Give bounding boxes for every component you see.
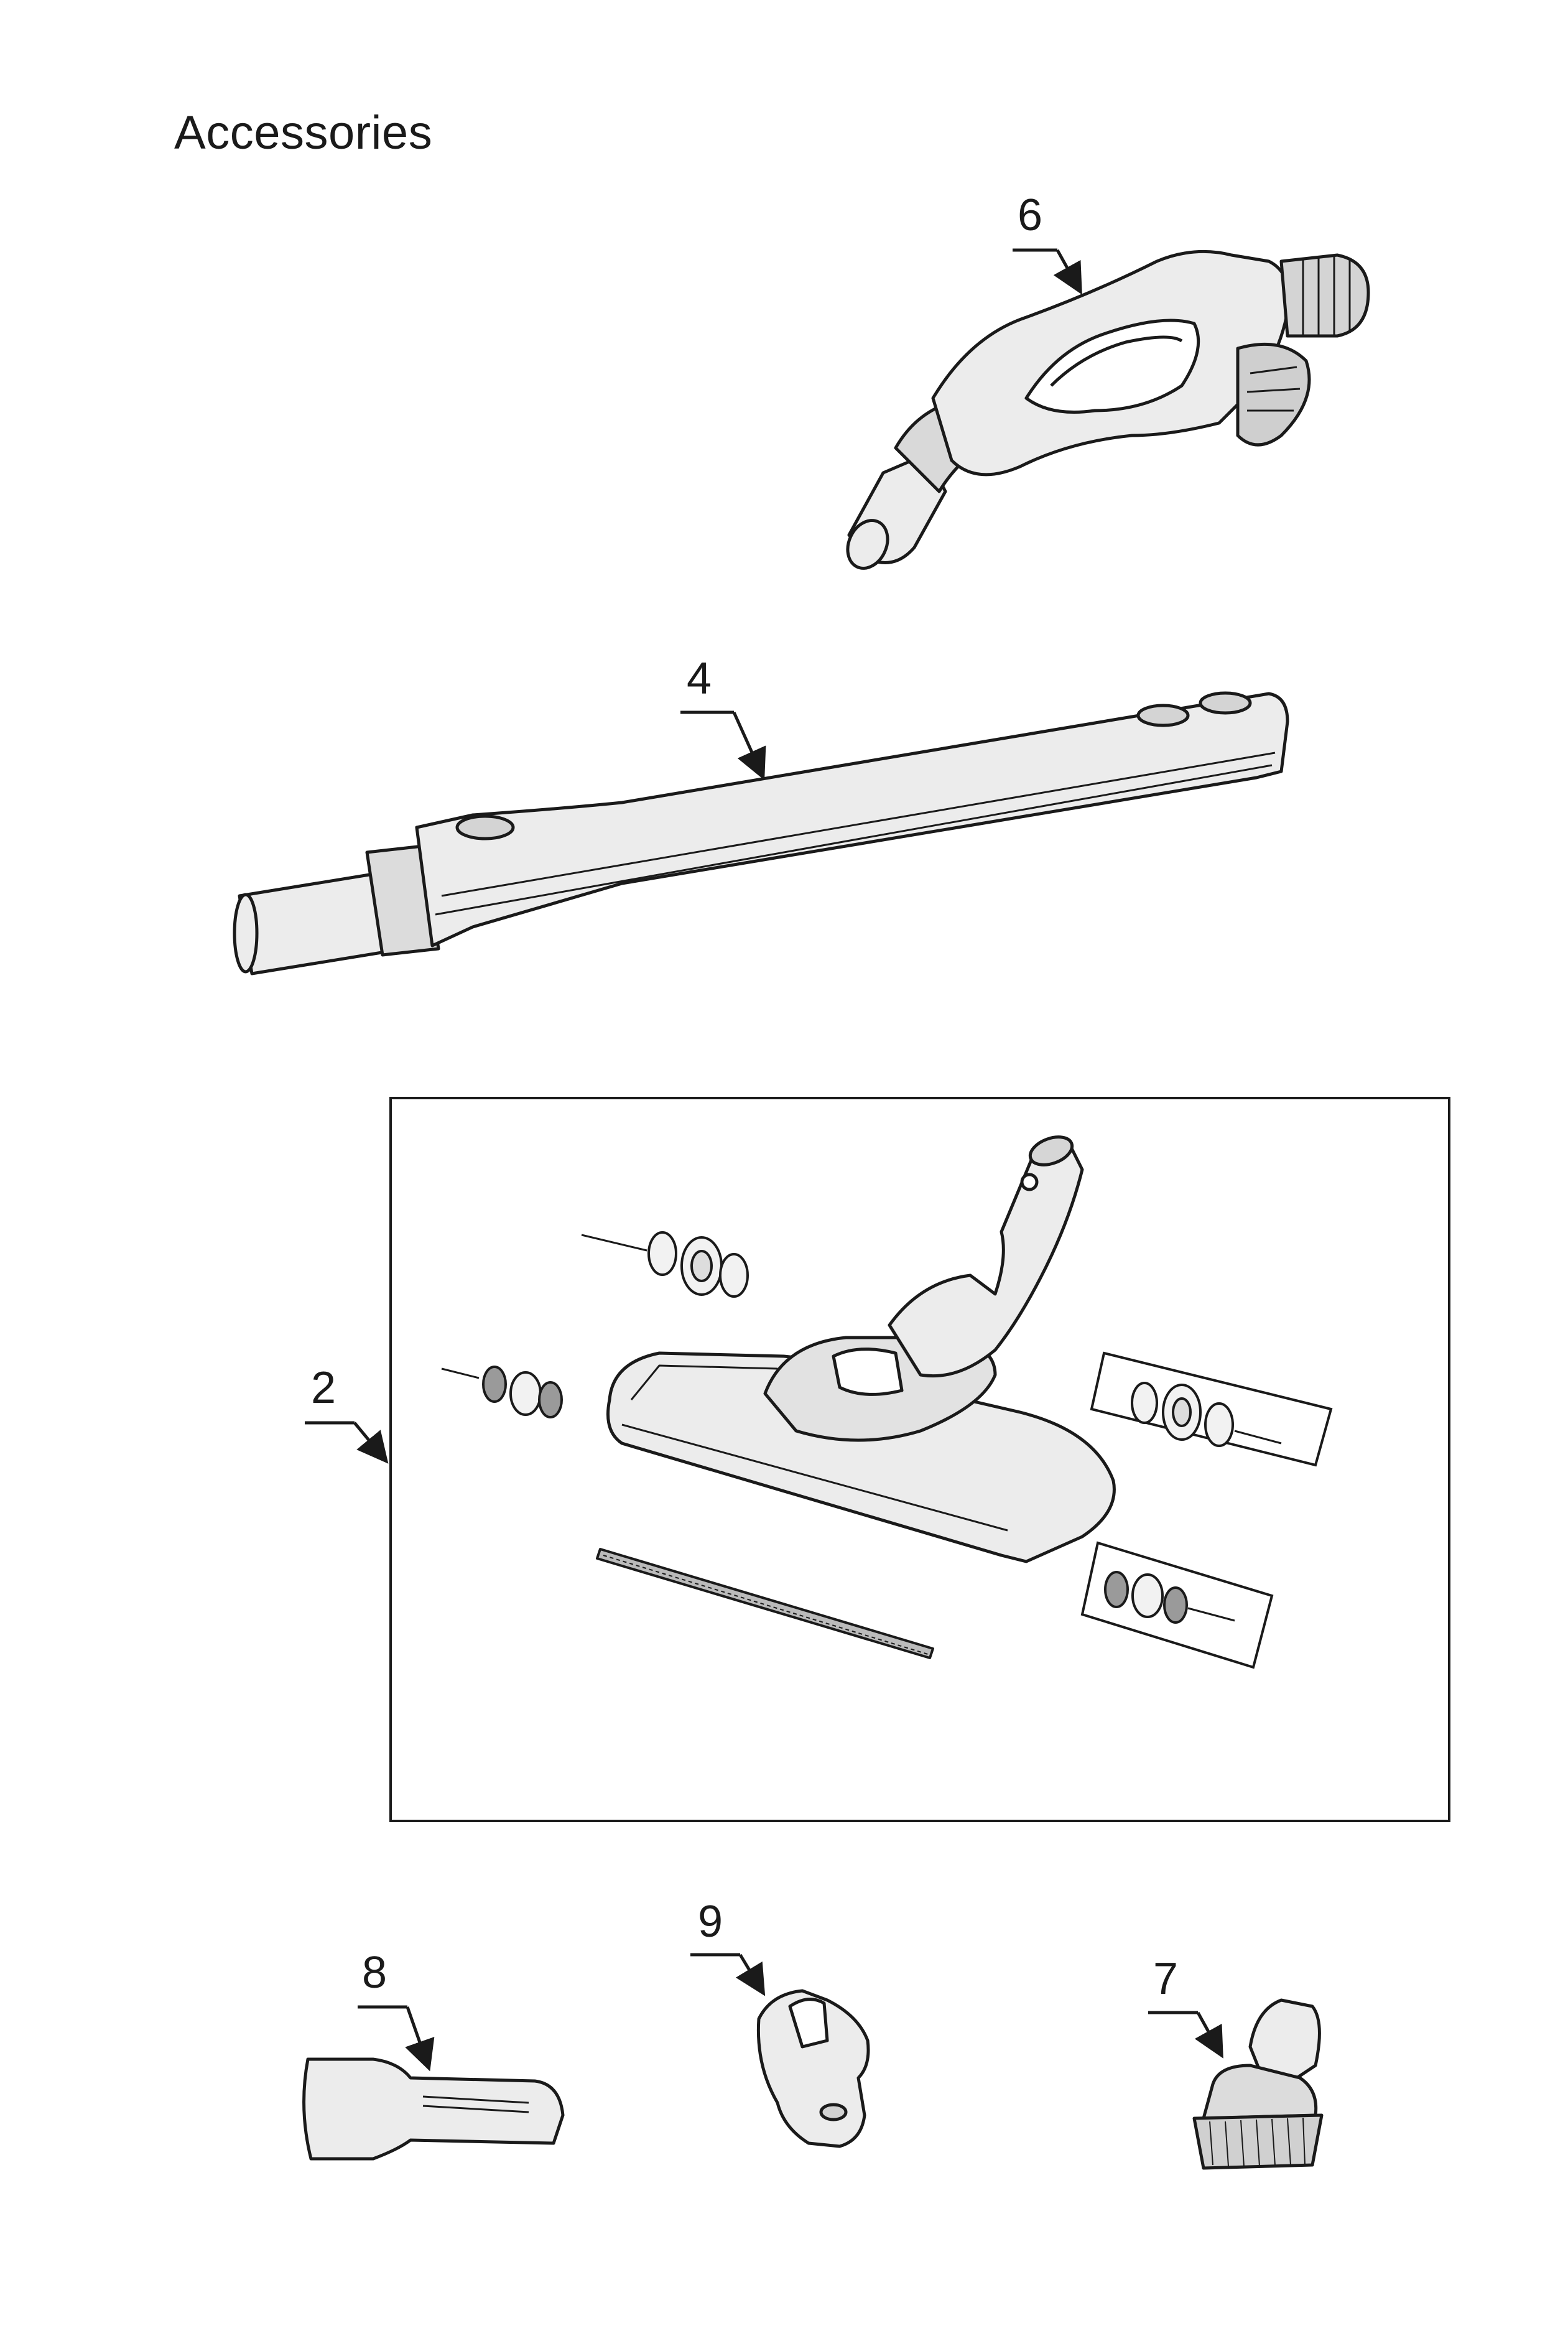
page-title: Accessories: [174, 106, 433, 159]
hose-handle-icon: [846, 249, 1370, 570]
leader-line-8: [358, 2005, 435, 2072]
floor-nozzle-icon: [596, 1135, 1116, 1659]
leader-line-2: [305, 1421, 389, 1464]
callout-number-9: 9: [698, 1897, 723, 1947]
callout-number-8: 8: [362, 1948, 387, 1998]
wheel-axle-set-right-upper-icon: [1090, 1351, 1333, 1467]
leader-line-6: [1013, 248, 1082, 295]
callout-number-6: 6: [1018, 190, 1043, 240]
leader-line-7: [1148, 2011, 1223, 2059]
dusting-brush-icon: [1192, 1998, 1324, 2170]
wheel-axle-set-right-lower-icon: [1080, 1541, 1274, 1669]
telescopic-tube-icon: [233, 691, 1289, 975]
wheel-axle-set-left-icon: [441, 1366, 563, 1418]
leader-line-4: [680, 710, 766, 781]
wheel-axle-set-upper-left-icon: [581, 1231, 749, 1298]
floor-nozzle-assembly-frame: [389, 1097, 1450, 1822]
callout-number-7: 7: [1153, 1954, 1179, 2004]
callout-number-4: 4: [687, 654, 712, 704]
upholstery-tool-icon: [756, 1989, 870, 2148]
crevice-tool-icon: [302, 2057, 565, 2161]
leader-line-9: [690, 1953, 766, 1996]
callout-number-2: 2: [311, 1363, 336, 1413]
